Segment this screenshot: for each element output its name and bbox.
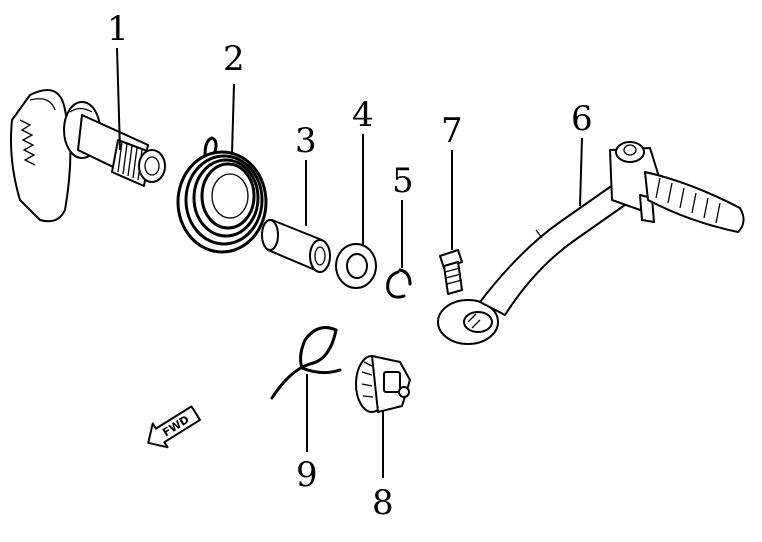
part-7-bolt — [439, 249, 463, 295]
callout-1: 1 — [107, 9, 129, 49]
leader-1 — [116, 47, 121, 151]
leader-6 — [579, 137, 583, 207]
part-8-ratchet-gear — [355, 355, 411, 413]
part-2-return-spring — [176, 136, 268, 254]
part-5-circlip — [386, 268, 412, 299]
callout-7: 7 — [441, 111, 463, 151]
callout-4: 4 — [352, 95, 374, 135]
callout-6: 6 — [571, 99, 593, 139]
part-4-washer — [335, 243, 377, 289]
callout-9: 9 — [296, 455, 318, 495]
callout-8: 8 — [372, 483, 394, 523]
callout-3: 3 — [295, 121, 317, 161]
part-3-spacer — [261, 219, 331, 273]
callout-2: 2 — [223, 39, 245, 79]
part-6-kick-pedal — [437, 141, 745, 345]
leader-2 — [231, 83, 235, 155]
fwd-arrow-icon: FWD — [147, 405, 201, 449]
part-9-ratchet-spring — [270, 326, 342, 400]
part-1-spindle — [10, 89, 166, 223]
callout-5: 5 — [392, 161, 414, 201]
